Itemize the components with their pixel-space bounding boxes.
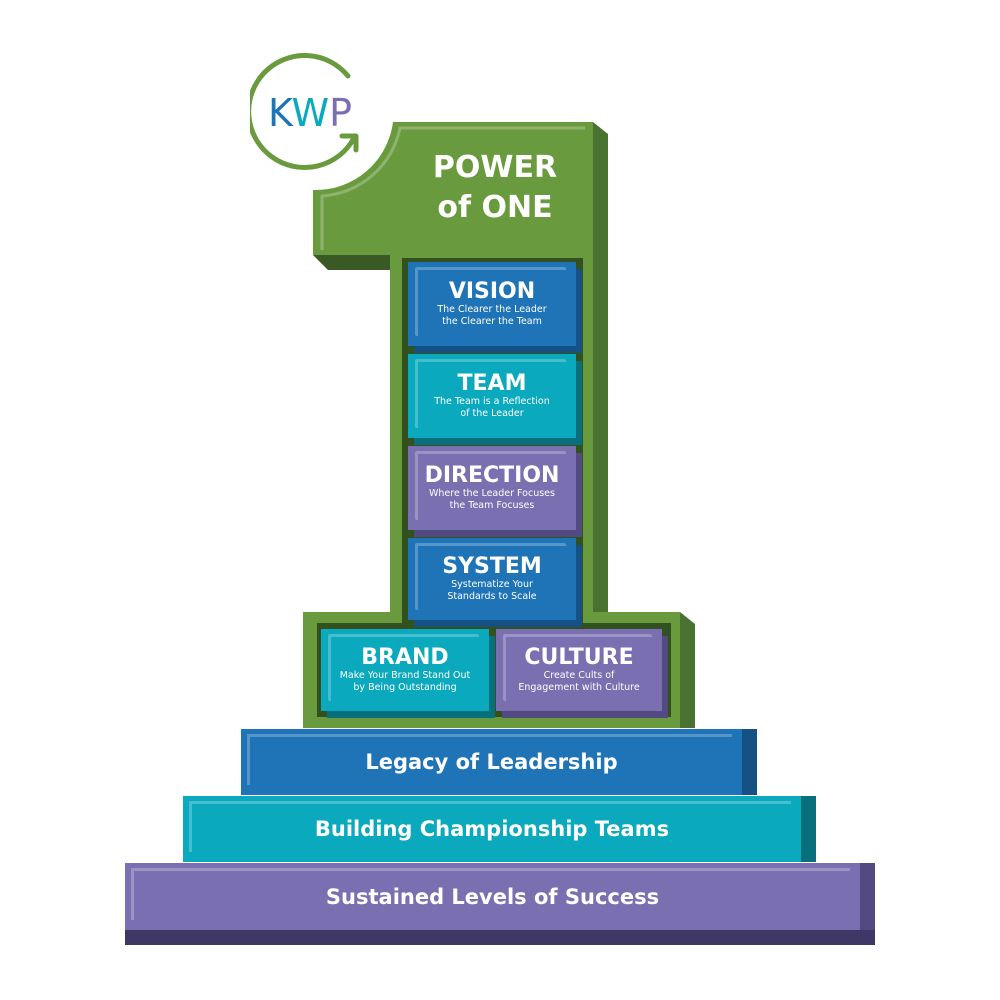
pillar-system: SYSTEM Systematize Your Standards to Sca…	[408, 538, 576, 620]
step-label: Legacy of Leadership	[365, 750, 618, 774]
pillar-subtitle: Standards to Scale	[447, 591, 537, 602]
pillar-subtitle: Where the Leader Focuses	[429, 488, 555, 499]
kwp-logo: KWP	[250, 52, 359, 170]
block-subtitle: Make Your Brand Stand Out	[339, 670, 471, 681]
block-subtitle: Engagement with Culture	[518, 682, 640, 693]
pillar-title: TEAM	[457, 371, 527, 396]
pillar-title: SYSTEM	[442, 554, 542, 579]
title-line-2: of ONE	[437, 190, 553, 225]
block-subtitle: by Being Outstanding	[353, 682, 457, 693]
svg-text:KWP: KWP	[268, 91, 352, 135]
page-title: POWER of ONE	[410, 148, 580, 228]
pillar-title: VISION	[448, 279, 536, 304]
logo-p: P	[329, 91, 352, 135]
pillar-subtitle: The Clearer the Leader	[437, 304, 547, 315]
pillar-title: DIRECTION	[424, 463, 560, 488]
pillar-subtitle: The Team is a Reflection	[434, 396, 550, 407]
title-line-1: POWER	[432, 150, 558, 185]
block-brand: BRAND Make Your Brand Stand Out by Being…	[321, 629, 489, 711]
block-title: CULTURE	[524, 645, 634, 670]
pillar-subtitle: the Team Focuses	[449, 500, 535, 511]
pillar-subtitle: Systematize Your	[451, 579, 533, 590]
step-sustained-levels-of-success: Sustained Levels of Success	[125, 863, 860, 930]
step-label: Sustained Levels of Success	[325, 884, 660, 909]
pillar-team: TEAM The Team is a Reflection of the Lea…	[408, 354, 576, 438]
pillar-vision: VISION The Clearer the Leader the Cleare…	[408, 262, 576, 346]
pillar-subtitle: the Clearer the Team	[442, 316, 542, 327]
block-subtitle: Create Cults of	[543, 670, 615, 681]
pillar-direction: DIRECTION Where the Leader Focuses the T…	[408, 446, 576, 530]
step-legacy-of-leadership: Legacy of Leadership	[241, 729, 742, 795]
arrow-icon	[339, 133, 359, 153]
block-culture: CULTURE Create Cults of Engagement with …	[496, 629, 662, 711]
step-label: Building Championship Teams	[314, 817, 670, 841]
block-title: BRAND	[361, 645, 449, 670]
pillar-subtitle: of the Leader	[460, 408, 524, 419]
logo-w: W	[292, 91, 330, 135]
step-building-championship-teams: Building Championship Teams	[183, 796, 801, 862]
logo-k: K	[268, 91, 294, 135]
